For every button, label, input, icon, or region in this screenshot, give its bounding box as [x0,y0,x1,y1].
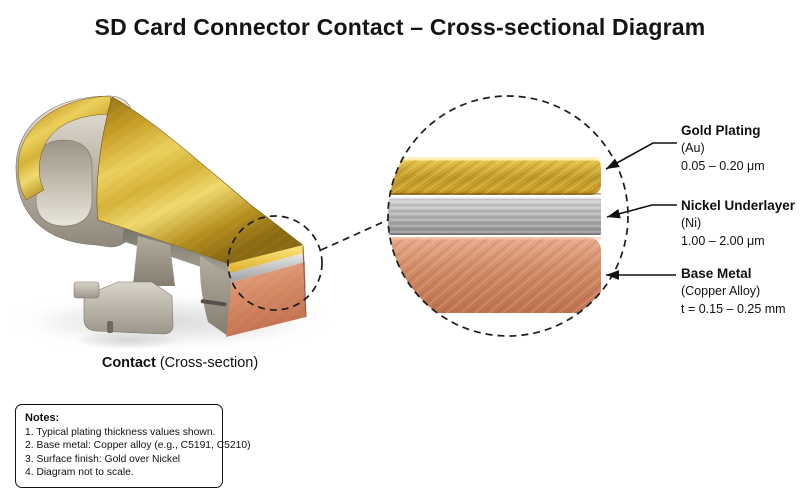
gold-plating-arrow [605,142,677,170]
layer-nickel [388,197,601,235]
callout-nickel-underlayer: Nickel Underlayer (Ni) 1.00 – 2.00 μm [681,197,799,250]
photo-caption: Contact (Cross-section) [40,355,320,371]
cut-right-edge [302,245,307,318]
nickel-underlayer-arrow [606,204,677,219]
notes-box: Notes: 1. Typical plating thickness valu… [15,404,251,488]
contact-photo [10,95,326,350]
note-item: 3. Surface finish: Gold over Nickel [25,453,181,465]
caption-detail: (Cross-section) [155,355,259,371]
layer-copper [388,237,601,313]
callout-base-label: Base Metal [681,266,752,281]
callout-nickel-label: Nickel Underlayer [681,198,796,213]
page-title: SD Card Connector Contact – Cross-sectio… [94,14,706,40]
callout-nickel-value: 1.00 – 2.00 μm [681,234,765,248]
cut-nickel-strip [230,253,305,282]
foot-tab [73,281,100,299]
cut-copper-texture [226,262,306,337]
web [133,236,175,286]
callout-base-material: (Copper Alloy) [681,284,761,298]
foot-shadow [70,330,186,350]
notes-heading: Notes: [25,412,60,424]
callout-base-value: t = 0.15 – 0.25 mm [681,302,786,316]
caption-name: Contact [101,355,156,371]
magnifier-source-circle [227,215,323,311]
note-item: 4. Diagram not to scale. [25,467,134,479]
loop-gold-band [17,95,115,201]
callout-gold-label: Gold Plating [681,123,761,138]
callout-gold-value: 0.05 – 0.20 μm [681,159,765,173]
magnifier-connector-line [320,218,391,251]
callout-base-metal: Base Metal (Copper Alloy) t = 0.15 – 0.2… [681,265,799,318]
loop-hole [36,140,92,226]
note-item: 1. Typical plating thickness values show… [25,427,216,438]
callout-gold-material: (Au) [681,141,705,155]
foot [83,281,174,335]
callout-nickel-material: (Ni) [681,216,702,230]
callout-gold-plating: Gold Plating (Au) 0.05 – 0.20 μm [681,122,799,175]
layer-gold [388,157,601,195]
note-item: 2. Base metal: Copper alloy (e.g., C5191… [25,440,251,452]
cut-gold-edge [228,245,304,273]
slab-slit [200,299,227,307]
magnifier-circle [387,95,629,337]
lower-slab [199,256,232,336]
layer-stack [388,157,601,313]
foot-notch [107,321,113,333]
